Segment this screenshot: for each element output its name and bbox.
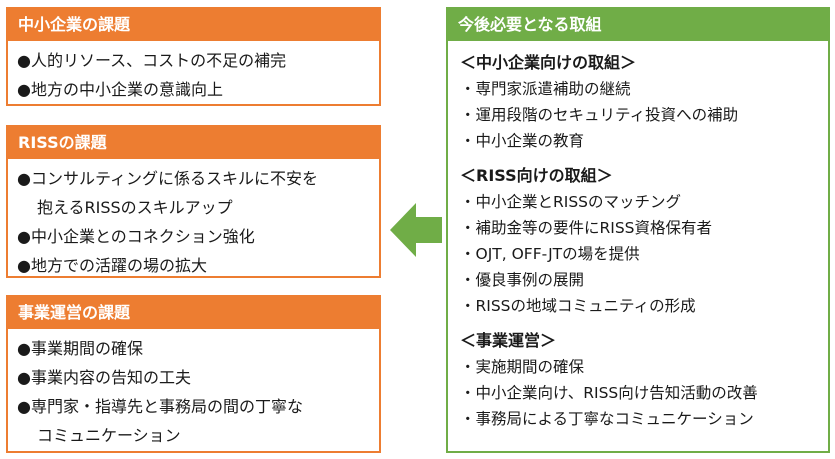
future-initiatives-box: 今後必要となる取組 ＜中小企業向けの取組＞ ・専門家派遣補助の継続 ・運用段階の… <box>446 7 830 453</box>
list-item: ●事業内容の告知の工夫 <box>17 368 191 387</box>
list-item: ・運用段階のセキュリティ投資への補助 <box>460 106 739 124</box>
section-heading-riss: ＜RISS向けの取組＞ <box>460 166 613 185</box>
riss-issues-title: RISSの課題 <box>8 127 379 159</box>
list-item: ●中小企業とのコネクション強化 <box>17 227 255 246</box>
list-item: ●事業期間の確保 <box>17 339 143 358</box>
future-initiatives-title: 今後必要となる取組 <box>448 9 828 41</box>
list-item: ●人的リソース、コストの不足の補完 <box>17 51 287 70</box>
list-item: ・中小企業の教育 <box>460 132 585 150</box>
list-item: ●地方での活躍の場の拡大 <box>17 256 207 275</box>
section-heading-sme: ＜中小企業向けの取組＞ <box>460 53 637 72</box>
left-arrow-icon <box>390 203 442 257</box>
sme-issues-title: 中小企業の課題 <box>8 9 379 41</box>
list-item: ・RISSの地域コミュニティの形成 <box>460 297 696 315</box>
list-item: ●コンサルティングに係るスキルに不安を 抱えるRISSのスキルアップ <box>17 169 319 217</box>
sme-issues-box: 中小企業の課題 ●人的リソース、コストの不足の補完 ●地方の中小企業の意識向上 <box>6 7 381 106</box>
list-item: ●専門家・指導先と事務局の間の丁寧な コミュニケーション <box>17 397 303 445</box>
list-item: ・中小企業向け、RISS向け告知活動の改善 <box>460 384 758 402</box>
operation-issues-title: 事業運営の課題 <box>8 297 379 329</box>
list-item: ・実施期間の確保 <box>460 358 585 376</box>
list-item: ●地方の中小企業の意識向上 <box>17 80 223 99</box>
list-item: ・OJT, OFF-JTの場を提供 <box>460 245 640 263</box>
list-item: ・事務局による丁寧なコミュニケーション <box>460 410 754 428</box>
section-heading-operation: ＜事業運営＞ <box>460 331 557 350</box>
list-item: ・専門家派遣補助の継続 <box>460 80 631 98</box>
list-item: ・補助金等の要件にRISS資格保有者 <box>460 219 713 237</box>
list-item: ・中小企業とRISSのマッチング <box>460 193 682 211</box>
riss-issues-box: RISSの課題 ●コンサルティングに係るスキルに不安を 抱えるRISSのスキルア… <box>6 125 381 278</box>
operation-issues-box: 事業運営の課題 ●事業期間の確保 ●事業内容の告知の工夫 ●専門家・指導先と事務… <box>6 295 381 453</box>
list-item: ・優良事例の展開 <box>460 271 585 289</box>
